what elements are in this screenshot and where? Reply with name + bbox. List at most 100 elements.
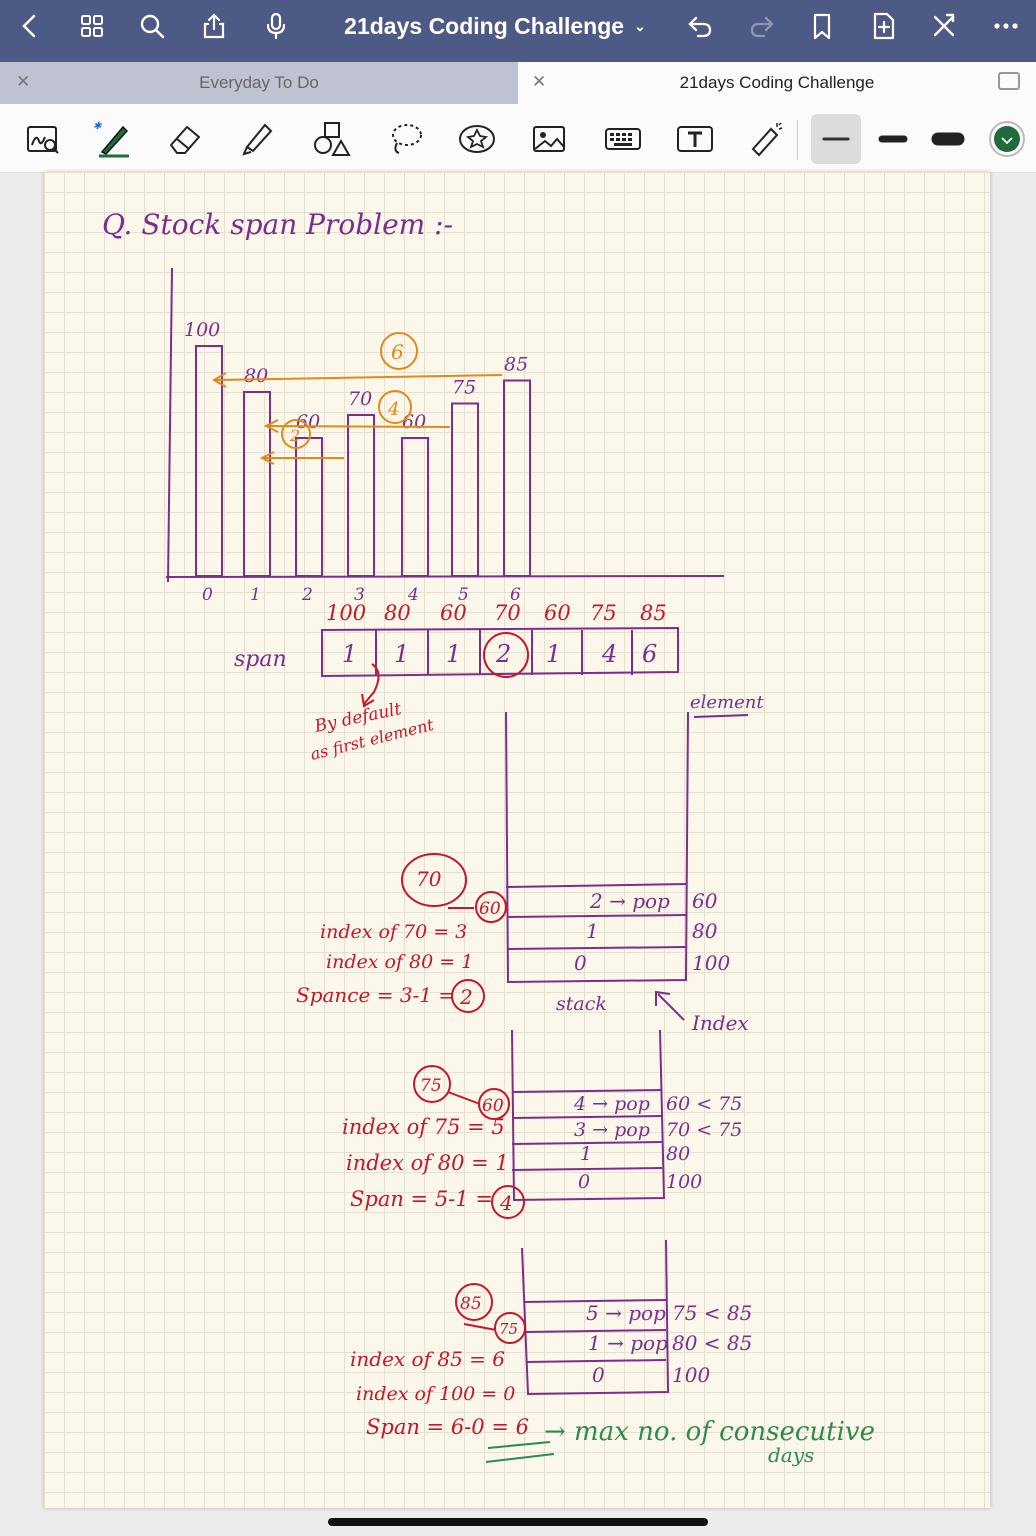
element-entry: 60 < 75 <box>666 1093 742 1115</box>
grid-icon[interactable] <box>70 0 114 52</box>
text-icon[interactable] <box>670 114 720 164</box>
keyboard-icon[interactable] <box>598 114 648 164</box>
bar-label: 100 <box>184 319 220 341</box>
undo-icon[interactable] <box>678 0 722 52</box>
stack-entry: 2 → pop <box>589 889 670 913</box>
element-entry: 70 < 75 <box>666 1119 742 1141</box>
tab-label: Everyday To Do <box>199 73 319 92</box>
calc-result: 4 <box>499 1191 513 1215</box>
bar <box>243 391 271 577</box>
toolbar-separator <box>797 120 798 160</box>
span-value: 1 <box>546 640 561 668</box>
default-note-arrow <box>363 663 380 705</box>
element-entry: 100 <box>666 1171 702 1193</box>
axis-tick: 6 <box>510 585 521 605</box>
color-picker-button[interactable] <box>982 114 1032 164</box>
conclusion-text: → max no. of consecutive <box>544 1417 875 1447</box>
element-entry: 60 <box>692 889 718 913</box>
stack-entry: 0 <box>592 1363 605 1387</box>
calc-line: index of 80 = 1 <box>326 951 473 973</box>
price-value: 60 <box>544 601 571 625</box>
drawing-toolbar: ✱ <box>0 104 1036 173</box>
span-arrow-label: 6 <box>391 340 404 364</box>
stack-1 <box>505 711 689 984</box>
stroke-medium-button[interactable] <box>868 114 918 164</box>
stroke-thin-button[interactable] <box>811 114 861 164</box>
axis-tick: 5 <box>458 585 469 605</box>
conclusion-text: days <box>768 1443 814 1467</box>
stack-3 <box>521 1239 670 1396</box>
calc-line: index of 85 = 6 <box>350 1347 505 1371</box>
calc-line: Span = 6-0 = 6 <box>366 1415 529 1439</box>
share-icon[interactable] <box>192 0 236 52</box>
redo-icon[interactable] <box>740 0 784 52</box>
stroke-thick-button[interactable] <box>923 114 973 164</box>
shapes-icon[interactable] <box>306 114 356 164</box>
element-entry: 75 < 85 <box>672 1301 752 1325</box>
span-value: 1 <box>394 640 409 668</box>
stack-top: 60 <box>479 899 501 919</box>
stack-entry: 5 → pop <box>586 1301 666 1325</box>
highlighter-icon[interactable] <box>232 114 282 164</box>
axis-tick: 4 <box>407 585 419 605</box>
calc-line: index of 70 = 3 <box>320 921 467 943</box>
axis-tick: 2 <box>301 585 313 605</box>
close-icon[interactable]: ✕ <box>532 72 547 91</box>
tab-21days-coding-challenge[interactable]: ✕ 21days Coding Challenge <box>518 62 1036 104</box>
bar <box>347 414 375 577</box>
document-title[interactable]: 21days Coding Challenge ⌄ <box>330 0 660 52</box>
back-icon[interactable] <box>8 0 52 52</box>
search-icon[interactable] <box>130 0 174 52</box>
close-x-icon[interactable] <box>922 0 966 52</box>
axis-tick: 3 <box>354 585 365 605</box>
stack-entry: 4 → pop <box>573 1093 650 1115</box>
bookmark-icon[interactable] <box>800 0 844 52</box>
stack-top: 75 <box>499 1320 518 1338</box>
element-label: element <box>690 692 764 713</box>
microphone-icon[interactable] <box>254 0 298 52</box>
sticker-icon[interactable] <box>452 114 502 164</box>
span-arrows <box>212 332 503 465</box>
home-indicator <box>328 1518 708 1526</box>
more-icon[interactable] <box>984 0 1028 52</box>
stack-entry: 1 → pop <box>588 1331 668 1355</box>
stack-2 <box>511 1029 666 1202</box>
calc-line: Spance = 3-1 = <box>296 983 455 1007</box>
price-value: 70 <box>494 601 521 625</box>
bar <box>195 345 223 577</box>
span-arrow-label: 4 <box>387 399 399 420</box>
pen-icon[interactable]: ✱ <box>88 114 138 164</box>
chevron-down-icon: ⌄ <box>634 17 646 34</box>
split-view-icon[interactable] <box>998 72 1020 90</box>
tab-everyday-to-do[interactable]: ✕ Everyday To Do <box>0 62 518 104</box>
axis-tick: 0 <box>202 585 213 605</box>
span-value: 4 <box>601 640 617 668</box>
element-entry: 80 <box>692 919 718 943</box>
bar <box>503 379 531 577</box>
eraser-icon[interactable] <box>160 114 210 164</box>
lasso-icon[interactable] <box>380 114 430 164</box>
add-page-icon[interactable] <box>862 0 906 52</box>
calc-line: index of 80 = 1 <box>346 1151 509 1175</box>
bar-label: 70 <box>348 388 372 410</box>
stack-entry: 0 <box>574 951 587 975</box>
span-value: 2 <box>495 640 511 668</box>
price-value: 60 <box>440 601 467 625</box>
stack-entry: 0 <box>578 1171 590 1193</box>
calc-line: index of 75 = 5 <box>342 1115 505 1139</box>
close-icon[interactable]: ✕ <box>16 72 31 91</box>
span-value: 1 <box>446 640 461 668</box>
span-arrow-label: 2 <box>289 426 300 445</box>
handwriting-search-icon[interactable] <box>18 114 68 164</box>
laser-pointer-icon[interactable] <box>740 114 790 164</box>
bar-label: 75 <box>452 377 476 399</box>
image-icon[interactable] <box>524 114 574 164</box>
current-element: 75 <box>420 1076 442 1096</box>
calc-line: index of 100 = 0 <box>356 1383 515 1405</box>
handwritten-notes: Q. Stock span Problem :- 100080160270360… <box>102 208 875 1467</box>
element-entry: 100 <box>692 951 730 975</box>
